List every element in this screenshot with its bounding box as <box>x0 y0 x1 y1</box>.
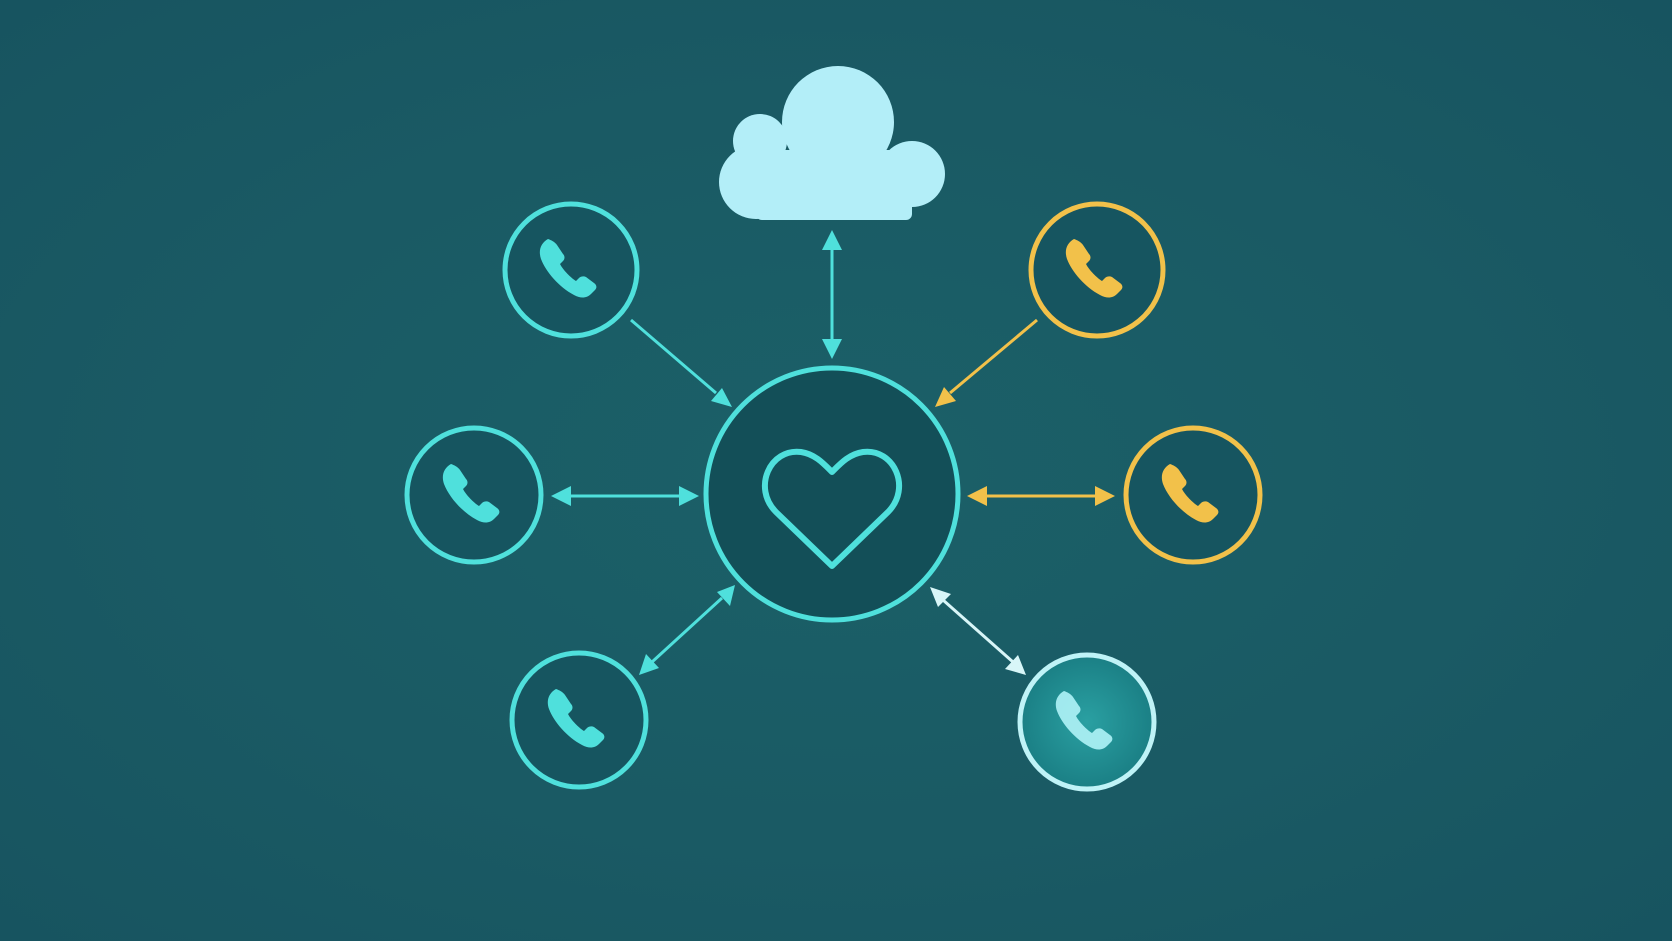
arrow-left-hub <box>551 486 699 506</box>
arrow-right-hub <box>967 486 1115 506</box>
contact-node-left[interactable] <box>404 425 544 565</box>
contact-node-top-left[interactable] <box>502 201 640 339</box>
contact-node-top-right[interactable] <box>1028 201 1166 339</box>
arrow-top-left-hub <box>630 318 732 407</box>
arrow-cloud-hub <box>822 230 842 359</box>
hub-ring <box>703 365 961 623</box>
cloud-icon <box>719 66 945 220</box>
arrow-bottom-left-hub <box>639 585 735 675</box>
arrow-bottom-right-hub <box>930 587 1026 675</box>
contact-nodes <box>404 201 1263 792</box>
heart-icon <box>762 448 902 569</box>
cloud-node[interactable] <box>719 66 945 220</box>
contact-node-bottom-right[interactable] <box>1017 652 1157 792</box>
hub-node[interactable] <box>703 365 961 623</box>
connectors <box>551 230 1115 675</box>
contact-node-right[interactable] <box>1123 425 1263 565</box>
contact-node-bottom-left[interactable] <box>509 650 649 790</box>
arrow-top-right-hub <box>935 318 1038 407</box>
